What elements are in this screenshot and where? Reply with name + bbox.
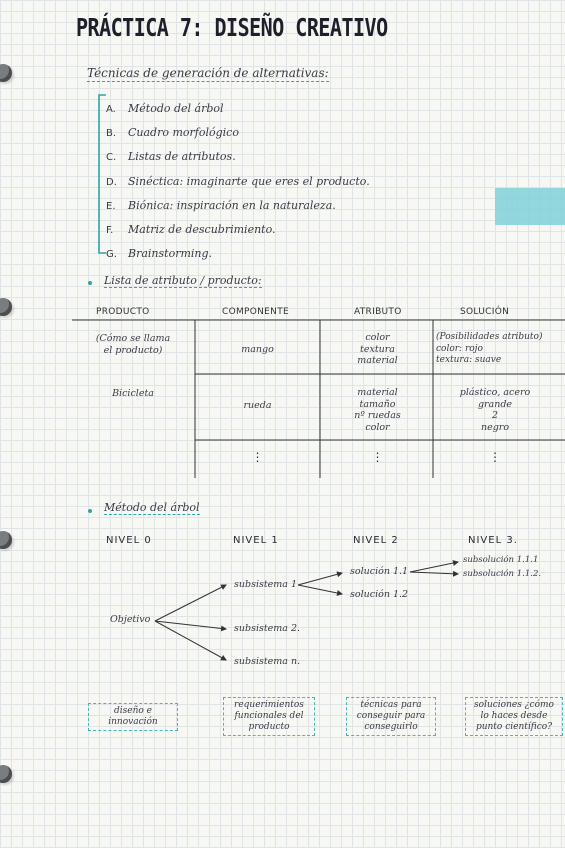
item-letter: A. xyxy=(106,104,116,115)
item-text: Matriz de descubrimiento. xyxy=(128,223,276,237)
table-ellipsis: ⋮ xyxy=(251,450,264,464)
table-cell-solucion: (Posibilidades atributo) color: rojo tex… xyxy=(436,332,564,367)
tree-node-level1: subsistema 2. xyxy=(234,623,301,634)
item-letter: D. xyxy=(106,176,117,188)
list-item: E. Biónica: inspiración en la naturaleza. xyxy=(106,194,370,218)
section-heading-text: Lista de atributo / producto: xyxy=(104,274,262,288)
item-text: Brainstorming. xyxy=(128,247,213,261)
section-bullet xyxy=(88,509,92,513)
item-text: Método del árbol xyxy=(128,102,224,115)
cell-line: color xyxy=(365,332,390,343)
level-label: NIVEL 2 xyxy=(353,535,399,546)
table-cell-atributo: material tamaño nº ruedas color xyxy=(325,387,430,433)
list-item: G. Brainstorming. xyxy=(106,242,370,266)
item-letter: C. xyxy=(106,152,117,164)
table-ellipsis: ⋮ xyxy=(371,450,384,464)
cell-line: textura xyxy=(360,343,395,355)
sticky-tab xyxy=(495,188,565,225)
cell-line: tamaño xyxy=(359,398,396,410)
cell-line: negro xyxy=(480,421,510,433)
list-item: F. Matriz de descubrimiento. xyxy=(106,218,370,242)
list-bracket xyxy=(98,94,106,254)
binder-ring-icon xyxy=(0,64,12,82)
item-text: Biónica: inspiración en la naturaleza. xyxy=(128,198,336,212)
tree-node-level3: subsolución 1.1.2. xyxy=(463,569,542,579)
list-item: D. Sinéctica: imaginarte que eres el prod… xyxy=(106,170,370,194)
level-label: NIVEL 0 xyxy=(106,535,152,546)
item-text: Sinéctica: imaginarte que eres el produc… xyxy=(128,174,370,188)
table-cell-componente: rueda xyxy=(243,400,272,411)
table-cell-componente: mango xyxy=(241,344,274,355)
level-label: NIVEL 3. xyxy=(468,535,518,546)
item-text: Listas de atributos. xyxy=(128,150,236,164)
item-letter: B. xyxy=(106,128,117,140)
item-letter: F. xyxy=(106,225,114,237)
list-item: A. Método del árbol xyxy=(106,97,370,121)
cell-line: color xyxy=(365,421,390,433)
item-text: Cuadro morfológico xyxy=(128,126,239,140)
cell-line: (Cómo se llama xyxy=(95,333,171,344)
item-letter: G. xyxy=(106,249,117,261)
tree-node-level3: subsolución 1.1.1 xyxy=(463,555,539,565)
cell-line: (Posibilidades atributo) xyxy=(436,332,543,342)
section-heading-text: Método del árbol xyxy=(104,501,200,515)
level-note-box: diseño e innovación xyxy=(88,703,178,731)
section-bullet xyxy=(88,281,92,285)
item-letter: E. xyxy=(106,200,116,212)
table-cell-producto: Bicicleta xyxy=(112,388,154,399)
section-heading: Lista de atributo / producto: xyxy=(104,274,262,288)
table-header-producto: PRODUCTO xyxy=(96,307,150,317)
subtitle-text: Técnicas de generación de alternativas: xyxy=(87,66,329,82)
page-title: PRÁCTICA 7: DISEÑO CREATIVO xyxy=(76,12,388,42)
cell-line: material xyxy=(357,387,398,398)
subtitle: Técnicas de generación de alternativas: xyxy=(87,66,329,82)
techniques-list: A.Método del árbol B.Cuadro morfológico … xyxy=(106,97,370,266)
level-note-box: soluciones ¿cómo lo haces desde punto ci… xyxy=(465,697,563,736)
tree-node-level1: subsistema n. xyxy=(234,656,301,667)
binder-ring-icon xyxy=(0,298,12,316)
table-cell-atributo: color textura material xyxy=(325,332,430,367)
table-cell-solucion: plástico, acero grande 2 negro xyxy=(440,387,550,433)
tree-node-level2: solución 1.2 xyxy=(350,589,409,600)
table-ellipsis: ⋮ xyxy=(489,450,501,464)
level-label: NIVEL 1 xyxy=(233,535,279,546)
table-header-atributo: ATRIBUTO xyxy=(354,307,402,317)
level-note-box: técnicas para conseguir para conseguirlo xyxy=(346,697,436,736)
cell-line: color: rojo xyxy=(436,343,483,354)
section-heading: Método del árbol xyxy=(104,501,200,515)
cell-line: textura: suave xyxy=(436,355,502,365)
list-item: B. Cuadro morfológico xyxy=(106,121,370,145)
cell-line: nº ruedas xyxy=(354,410,401,421)
cell-line: el producto) xyxy=(103,344,163,356)
table-header-solucion: SOLUCIÓN xyxy=(460,307,510,317)
binder-ring-icon xyxy=(0,531,12,549)
cell-line: plástico, acero xyxy=(459,387,531,398)
cell-line: 2 xyxy=(491,410,499,421)
level-note-box: requerimientos funcionales del producto xyxy=(223,697,315,736)
cell-line: grande xyxy=(477,398,513,410)
cell-line: material xyxy=(357,355,398,366)
tree-node-level2: solución 1.1 xyxy=(350,566,409,577)
tree-node-level1: subsistema 1 xyxy=(234,579,298,590)
table-header-componente: COMPONENTE xyxy=(222,307,289,317)
list-item: C. Listas de atributos. xyxy=(106,145,370,169)
binder-ring-icon xyxy=(0,765,12,783)
tree-node-root: Objetivo xyxy=(110,614,151,625)
table-cell-producto: (Cómo se llama el producto) xyxy=(78,333,188,356)
